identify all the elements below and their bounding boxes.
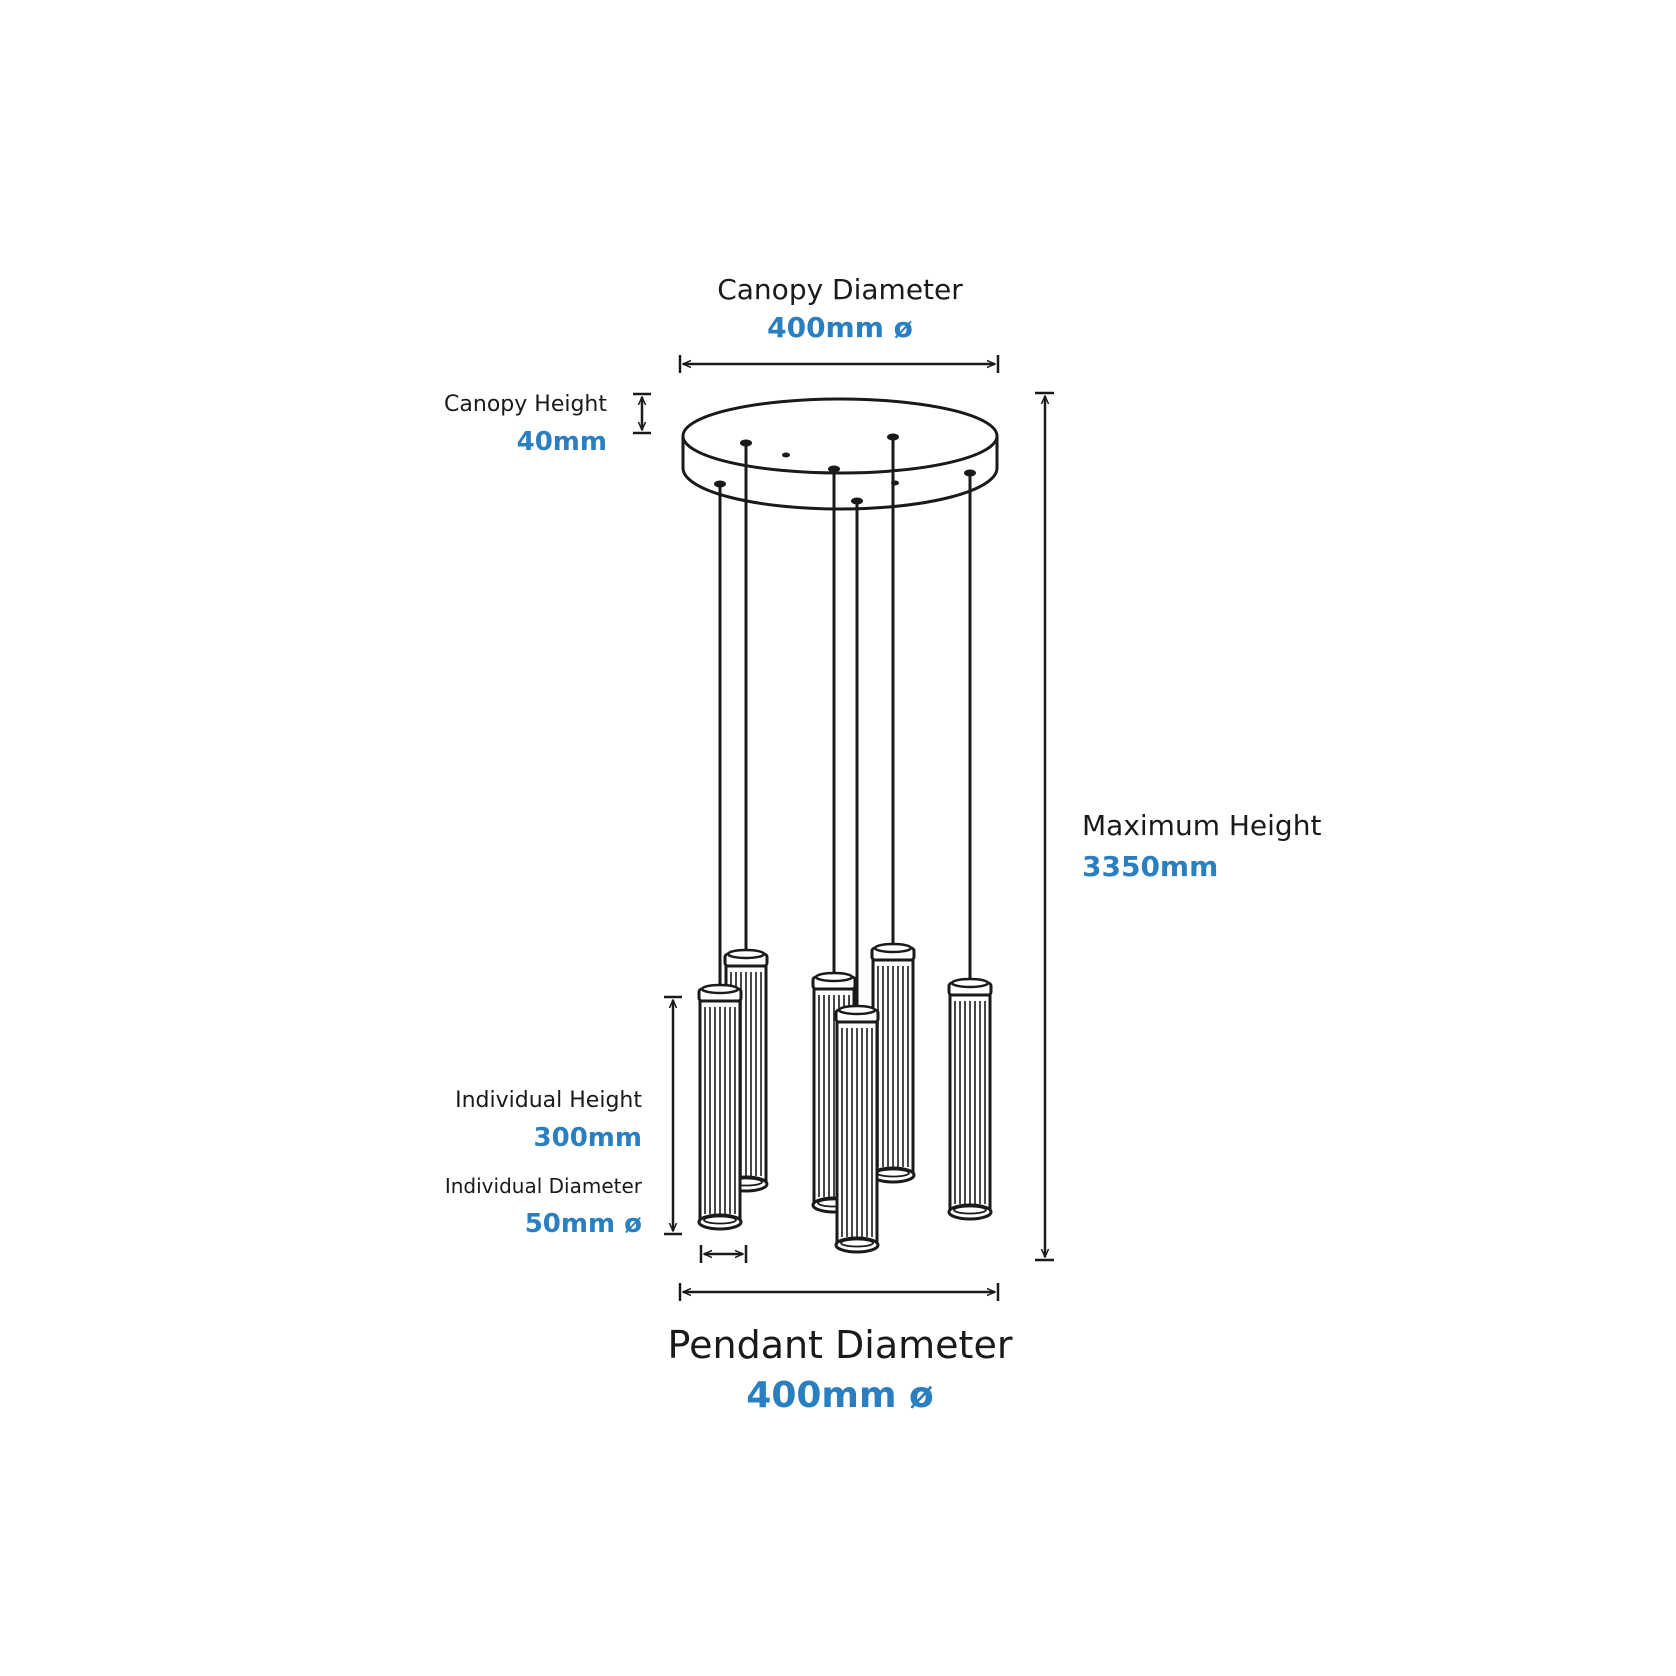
individual-diameter-value: 50mm ø [524, 1209, 642, 1239]
cord-anchor [828, 465, 840, 473]
pendant-diameter-value: 400mm ø [746, 1375, 934, 1416]
individual-diameter-dimension [699, 1245, 748, 1263]
canopy [681, 397, 999, 511]
pendant-bottom-lens [697, 1213, 743, 1231]
pendant-lights [697, 433, 993, 1254]
cord-anchor [887, 433, 899, 441]
canopy-diameter-dimension [678, 355, 1000, 373]
cord-anchor [964, 469, 976, 477]
pendant-top-ring [814, 971, 854, 983]
pendant-lens-inner [840, 1238, 874, 1248]
pendant-top-ring [837, 1004, 877, 1016]
maximum-height-label: Maximum Height [1082, 809, 1322, 842]
pendant-top-ring [726, 948, 766, 960]
pendant-ribs [954, 1001, 986, 1204]
pendant-lens-inner [703, 1215, 737, 1225]
cord-anchor [714, 480, 726, 488]
pendant-top-ring [700, 983, 740, 995]
individual-diameter-label: Individual Diameter [444, 1174, 642, 1198]
canopy-height-label: Canopy Height [444, 392, 607, 417]
canopy-diameter-label: Canopy Diameter [717, 273, 963, 306]
maximum-height-dimension [1035, 391, 1054, 1262]
cord-anchor [740, 439, 752, 447]
individual-height-label: Individual Height [455, 1088, 642, 1113]
canopy-height-value: 40mm [516, 427, 607, 457]
pendant-ribs [877, 966, 909, 1167]
pendant-5 [697, 480, 743, 1231]
pendant-top-ring [873, 942, 913, 954]
pendant-2 [870, 433, 916, 1184]
pendant-lens-inner [953, 1205, 987, 1215]
canopy-diameter-value: 400mm ø [767, 311, 913, 344]
maximum-height-value: 3350mm [1082, 850, 1219, 883]
cord-anchor [851, 497, 863, 505]
pendant-3 [947, 469, 993, 1221]
pendant-ribs [841, 1028, 873, 1237]
canopy-height-dimension [633, 392, 651, 435]
pendant-diameter-dimension [678, 1283, 1000, 1301]
pendant-diameter-label: Pendant Diameter [667, 1323, 1013, 1367]
pendant-top-ring [950, 977, 990, 989]
pendant-bottom-lens [834, 1236, 880, 1254]
pendant-ribs [704, 1007, 736, 1214]
individual-height-value: 300mm [533, 1123, 642, 1153]
individual-height-dimension [664, 995, 682, 1236]
pendant-6 [834, 497, 880, 1254]
pendant-bottom-lens [947, 1203, 993, 1221]
